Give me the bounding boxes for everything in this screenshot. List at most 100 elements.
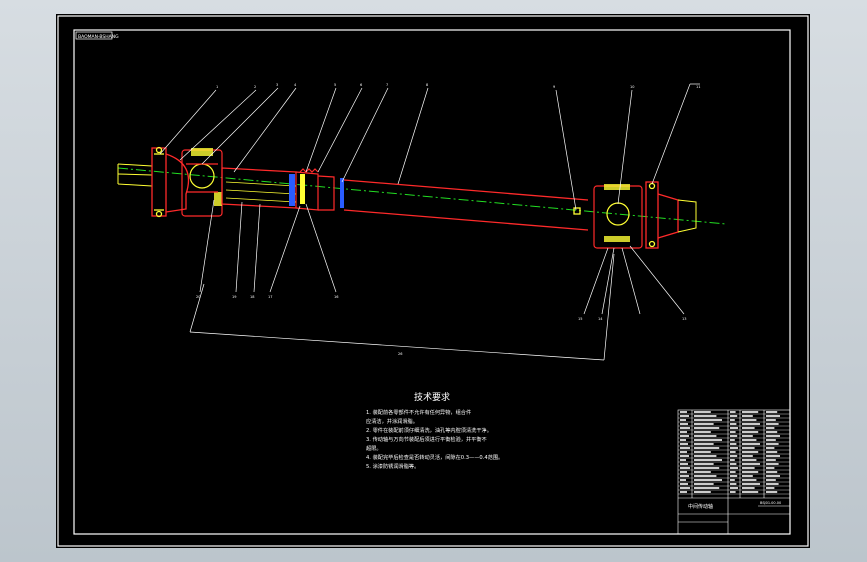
parts-list-cell-mark bbox=[730, 443, 737, 445]
callout-6: 6 bbox=[360, 83, 362, 87]
callout-8: 8 bbox=[426, 83, 428, 87]
parts-list-cell-mark bbox=[694, 439, 722, 441]
parts-list-cell-mark bbox=[694, 471, 711, 473]
parts-list-rows bbox=[678, 413, 790, 495]
parts-list-cell-mark bbox=[766, 443, 779, 445]
parts-list-cell-mark bbox=[766, 483, 779, 485]
callout-9: 9 bbox=[553, 85, 555, 89]
left-input-shaft bbox=[117, 163, 153, 187]
parts-list-cell-mark bbox=[730, 475, 738, 477]
parts-list-cell-mark bbox=[730, 487, 738, 489]
parts-list-cell-mark bbox=[766, 471, 778, 473]
parts-list-cell-mark bbox=[694, 451, 711, 453]
parts-list-cell-mark bbox=[730, 491, 736, 493]
parts-list-cell-mark bbox=[742, 435, 753, 437]
parts-list-cell-mark bbox=[680, 459, 686, 461]
parts-list-cell-mark bbox=[730, 451, 736, 453]
callouts-top: 1 2 3 4 5 6 7 8 9 10 11 bbox=[216, 83, 700, 89]
parts-list-cell-mark bbox=[742, 411, 759, 413]
tech-heading: 技术要求 bbox=[414, 391, 450, 403]
right-universal-joint bbox=[593, 184, 643, 249]
parts-list-cell-mark bbox=[742, 467, 755, 469]
callout-4: 4 bbox=[294, 83, 297, 87]
parts-list-cell-mark bbox=[742, 475, 753, 477]
parts-list-cell-mark bbox=[742, 463, 760, 465]
callout-3: 3 bbox=[276, 83, 278, 87]
parts-list-cell-mark bbox=[730, 411, 736, 413]
parts-list-cell-mark bbox=[694, 447, 720, 449]
tech-line-7: 5. 涂漆防锈润滑脂等。 bbox=[366, 462, 419, 470]
callout-2: 2 bbox=[254, 85, 256, 89]
parts-list-cell-mark bbox=[730, 435, 738, 437]
parts-list-cell-mark bbox=[766, 475, 780, 477]
drawing-canvas[interactable]: BAOMAN-BSHANG bbox=[56, 14, 810, 548]
parts-list-cell-mark bbox=[766, 423, 779, 425]
parts-list-cell-mark bbox=[742, 447, 755, 449]
parts-list-cell-mark bbox=[766, 419, 776, 421]
parts-list-cell-mark bbox=[730, 483, 737, 485]
parts-list-cell-mark bbox=[766, 451, 778, 453]
callout-26: 26 bbox=[398, 352, 402, 356]
parts-list-cell-mark bbox=[680, 419, 686, 421]
parts-list-cell-mark bbox=[766, 431, 778, 433]
callout-10: 10 bbox=[630, 85, 634, 89]
tech-line-3: 2. 零件在装配前须仔细清洗，油孔等内腔须清洗干净。 bbox=[366, 426, 492, 434]
parts-list-cell-mark bbox=[742, 487, 755, 489]
parts-list-cell-mark bbox=[766, 435, 780, 437]
tech-line-6: 4. 装配完毕后检查是否转动灵活，间隙在0.3——0.4范围。 bbox=[366, 453, 503, 461]
parts-list-cell-mark bbox=[766, 463, 779, 465]
title-tag: BAOMAN-BSHANG bbox=[78, 34, 119, 40]
parts-list-cell-mark bbox=[766, 455, 780, 457]
outer-frame bbox=[57, 15, 809, 547]
parts-list-cell-mark bbox=[680, 463, 688, 465]
parts-list-cell-mark bbox=[742, 455, 753, 457]
callout-16: 16 bbox=[334, 295, 338, 299]
tech-line-4: 3. 传动轴与万向节装配后须进行平衡检验，并平衡不 bbox=[366, 435, 487, 443]
parts-list-cell-mark bbox=[766, 487, 775, 489]
parts-list-cell-mark bbox=[694, 455, 717, 457]
parts-list-cell-mark bbox=[680, 483, 688, 485]
parts-list-cell-mark bbox=[742, 415, 753, 417]
parts-list-cell-mark bbox=[730, 415, 738, 417]
parts-list-cell-mark bbox=[694, 491, 711, 493]
assembly-drawing: BAOMAN-BSHANG bbox=[57, 15, 809, 547]
parts-list-cell-mark bbox=[680, 467, 690, 469]
right-flange bbox=[645, 181, 679, 249]
parts-list-cell-mark bbox=[730, 431, 736, 433]
parts-list-cell-mark bbox=[730, 427, 738, 429]
parts-list-cell-mark bbox=[694, 415, 717, 417]
parts-list-cell-mark bbox=[730, 479, 735, 481]
tech-line-1: 1. 装配前各零部件不允许有任何异物，组合件 bbox=[366, 408, 471, 416]
parts-list-cell-mark bbox=[694, 467, 720, 469]
parts-list-cell-mark bbox=[766, 459, 776, 461]
callout-5: 5 bbox=[334, 83, 336, 87]
parts-list-cell-mark bbox=[766, 415, 780, 417]
callout-1: 1 bbox=[216, 85, 218, 89]
parts-list-text-marks bbox=[680, 411, 780, 493]
callout-7: 7 bbox=[386, 83, 388, 87]
left-flange bbox=[151, 146, 190, 218]
parts-list-cell-mark bbox=[742, 419, 757, 421]
inner-frame bbox=[73, 29, 791, 535]
parts-list-cell-mark bbox=[742, 479, 757, 481]
parts-list-cell-mark bbox=[694, 443, 714, 445]
slip-joint bbox=[221, 167, 344, 211]
parts-list-cell-mark bbox=[680, 491, 687, 493]
parts-list-cell-mark bbox=[730, 447, 738, 449]
parts-list-cell-mark bbox=[766, 479, 776, 481]
title-block bbox=[678, 497, 790, 534]
callout-17: 17 bbox=[268, 295, 272, 299]
parts-list-cell-mark bbox=[730, 455, 738, 457]
parts-list-cell-mark bbox=[680, 439, 686, 441]
parts-list-cell-mark bbox=[742, 423, 760, 425]
parts-list-cell-mark bbox=[680, 431, 687, 433]
parts-list-cell-mark bbox=[680, 479, 686, 481]
parts-list-cell-mark bbox=[694, 487, 720, 489]
parts-list-cell-mark bbox=[680, 435, 689, 437]
parts-list-cell-mark bbox=[680, 471, 687, 473]
parts-list-cell-mark bbox=[730, 439, 735, 441]
parts-list-cell-mark bbox=[730, 419, 735, 421]
parts-list-cell-mark bbox=[680, 411, 687, 413]
parts-list-cell-mark bbox=[680, 487, 690, 489]
